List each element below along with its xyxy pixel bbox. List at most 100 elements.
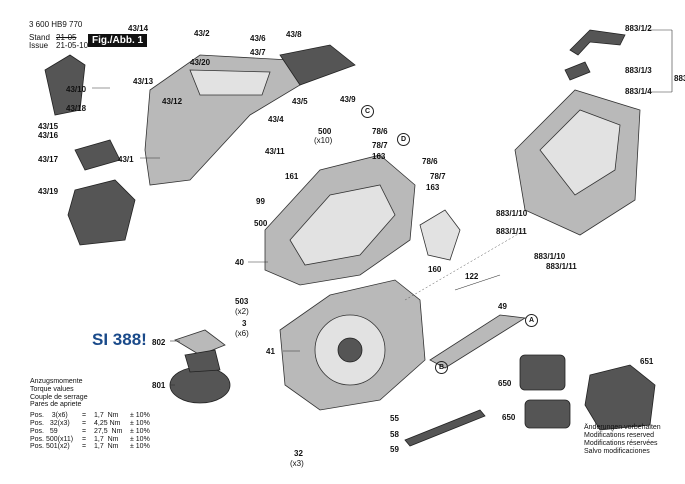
part-label: 160 (428, 265, 442, 274)
part-label: 883/1/4 (625, 87, 652, 96)
keypad (279, 44, 356, 86)
torque-title: Couple de serrage (30, 393, 88, 401)
battery (524, 399, 571, 429)
figure-label: Fig./Abb. 1 (88, 34, 148, 47)
part-label: 78/7 (430, 172, 446, 181)
issue-value: 21-05-10 (56, 41, 89, 50)
part-label: 801 (152, 381, 166, 390)
torque-eq: = (82, 427, 87, 435)
part-label: 802 (152, 338, 166, 347)
part-qty: (x6) (235, 329, 249, 338)
part-label: 78/6 (372, 127, 388, 136)
part-label: 163 (426, 183, 440, 192)
reference-circle: D (397, 133, 410, 146)
part-label: 78/6 (422, 157, 438, 166)
part-label: 883/1/10 (534, 252, 566, 261)
footer-notice: Änderungen vorbehalten Modifications res… (584, 424, 661, 456)
part-label: 41 (266, 347, 275, 356)
part-label: 32 (294, 449, 303, 458)
torque-row: Pos. 501(x2) = 1,7 Nm ± 10% (30, 443, 160, 451)
part-label: 500 (318, 127, 332, 136)
part-qty: (x2) (235, 307, 249, 316)
part-label: 78/7 (372, 141, 388, 150)
torque-pos: Pos. 500(x11) (30, 435, 74, 443)
lid (44, 54, 86, 116)
motor (169, 366, 231, 404)
part-label: 883/1/10 (496, 209, 528, 218)
part-label: 59 (390, 445, 399, 454)
part-label: 503 (235, 297, 249, 306)
part-label: 43/11 (265, 147, 285, 156)
part-label: 43/5 (292, 97, 308, 106)
part-label: 43/19 (38, 187, 59, 196)
stand-value: 21-05 (56, 33, 77, 42)
part-label: 122 (465, 272, 479, 281)
torque-row: Pos. 59=27,5 Nm± 10% (30, 428, 160, 436)
part-label: 43/8 (286, 30, 302, 39)
torque-title: Pares de apriete (30, 401, 82, 409)
footer-line: Modifications réservées (584, 440, 658, 447)
torque-row: Pos. 3(x6)=1,7 Nm± 10% (30, 412, 160, 420)
part-label: 43/16 (38, 131, 59, 140)
part-label: 883/1/11 (546, 262, 577, 271)
part-label: 43/12 (162, 97, 183, 106)
part-label: 40 (235, 258, 244, 267)
blade (404, 409, 486, 447)
part-label: 883/1/2 (625, 24, 652, 33)
stand-label: Stand (29, 33, 50, 42)
battery (519, 354, 566, 391)
torque-tol: ± 10% (130, 435, 150, 443)
part-label: 55 (390, 414, 399, 423)
part-qty: (x3) (290, 459, 304, 468)
torque-val: 4,25 Nm (94, 419, 121, 427)
torque-title: Torque values (30, 385, 74, 393)
torque-row: Pos. 500(x11) = 1,7 Nm ± 10% (30, 436, 160, 444)
service-notice: SI 388! (92, 330, 147, 349)
part-label: 43/14 (128, 24, 149, 33)
reference-circle: B (435, 361, 448, 374)
torque-pos: Pos. 32(x3) (30, 419, 70, 427)
part-qty: (x10) (314, 136, 333, 145)
torque-val: 1,7 Nm (94, 443, 119, 451)
torque-pos: Pos. 501(x2) (30, 443, 70, 451)
part-label: 500 (254, 219, 268, 228)
torque-tol: ± 10% (130, 412, 150, 420)
footer-line: Änderungen vorbehalten (584, 424, 661, 431)
torque-val: 1,7 Nm (94, 412, 119, 420)
part-label: 883/1/3 (625, 66, 652, 75)
torque-title: Anzugsmomente (30, 378, 83, 385)
torque-table: Anzugsmomente Torque values Couple de se… (30, 378, 160, 451)
part-label: 650 (502, 413, 516, 422)
torque-eq: = (82, 443, 87, 451)
part-label: 43/15 (38, 122, 59, 131)
part-label: 49 (498, 302, 507, 311)
part-label: 883/1/11 (496, 227, 527, 236)
footer-line: Salvo modificaciones (584, 448, 650, 455)
part-label: 43/7 (250, 48, 266, 57)
torque-tol: ± 10% (130, 427, 150, 435)
part-label: 3 (242, 319, 247, 328)
reference-circle: A (525, 314, 538, 327)
torque-eq: = (82, 435, 87, 443)
torque-tol: ± 10% (130, 419, 150, 427)
part-label: 58 (390, 430, 399, 439)
part-label: 43/6 (250, 34, 266, 43)
part-label: 43/2 (194, 29, 210, 38)
part-label: 43/9 (340, 95, 356, 104)
torque-pos: Pos. 59 (30, 427, 58, 435)
document-number: 3 600 HB9 770 (29, 20, 83, 29)
battery-cover (67, 179, 136, 246)
footer-line: Modifications reserved (584, 432, 655, 439)
reference-circle: C (361, 105, 374, 118)
part-label: 43/1 (118, 155, 134, 164)
torque-tol: ± 10% (130, 443, 150, 451)
part-label: 883 (674, 74, 685, 83)
part-label: 651 (640, 357, 654, 366)
torque-row: Pos. 32(x3)=4,25 Nm± 10% (30, 420, 160, 428)
part-label: 43/13 (133, 77, 154, 86)
handle-bar (429, 314, 527, 369)
torque-val: 1,7 Nm (94, 435, 119, 443)
part-label: 161 (285, 172, 299, 181)
